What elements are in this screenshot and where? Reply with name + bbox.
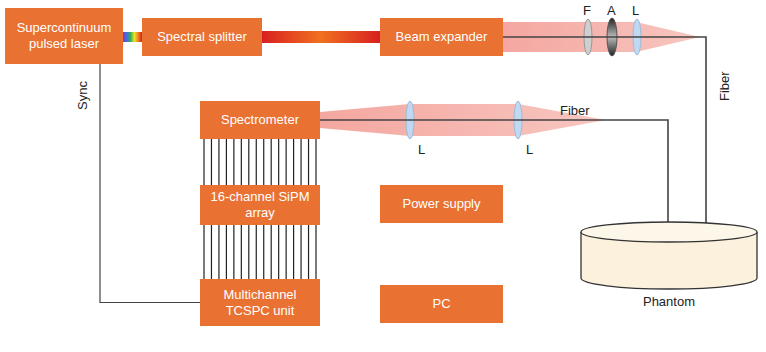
part-label: L <box>526 143 533 156</box>
sync-line <box>100 64 200 303</box>
node-label: Phantom <box>578 294 760 310</box>
process-box: Spectral splitter <box>142 18 262 56</box>
light-beam <box>262 37 380 38</box>
cylinder-outline <box>578 220 760 292</box>
box-label: Multichannel TCSPC unit <box>206 287 314 318</box>
channel-ribbon <box>204 139 316 185</box>
part-label: L <box>632 4 639 17</box>
box-label: Spectrometer <box>221 112 299 128</box>
box-label: Power supply <box>402 196 480 212</box>
optical-fiber <box>320 120 668 230</box>
part-label: Sync <box>76 82 89 111</box>
channel-ribbon <box>204 225 316 279</box>
box-label: 16-channel SiPM array <box>206 189 314 220</box>
process-box: PC <box>380 285 503 323</box>
box-label: Spectral splitter <box>157 29 247 45</box>
process-box: 16-channel SiPM array <box>200 185 320 225</box>
box-label: Beam expander <box>396 29 488 45</box>
process-box: Spectrometer <box>200 101 320 139</box>
part-label: Fiber <box>718 71 731 101</box>
light-beam <box>123 37 142 38</box>
part-label: L <box>418 143 425 156</box>
part-label: F <box>583 4 591 17</box>
part-label: A <box>607 4 616 17</box>
part-label: Fiber <box>560 104 590 117</box>
process-box: Beam expander <box>380 18 503 56</box>
phantom-cylinder: Phantom <box>578 220 760 316</box>
optical-fiber <box>503 37 706 230</box>
process-box: Power supply <box>380 185 503 223</box>
process-box: Multichannel TCSPC unit <box>200 279 320 326</box>
process-box: Supercontinuum pulsed laser <box>5 8 123 64</box>
box-label: PC <box>432 296 450 312</box>
box-label: Supercontinuum pulsed laser <box>11 20 117 51</box>
